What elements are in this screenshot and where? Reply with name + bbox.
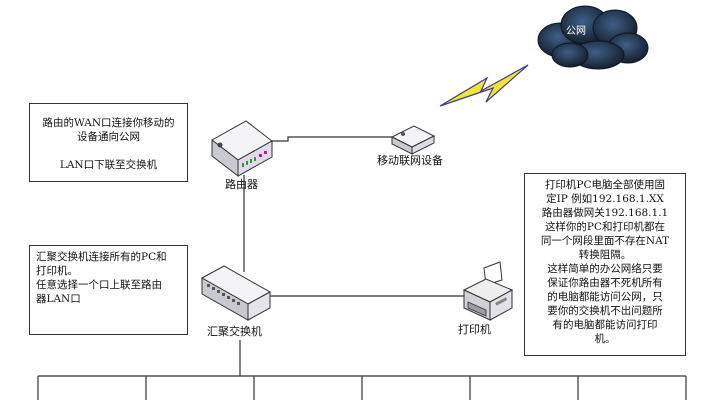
printer-icon (462, 261, 514, 321)
cloud-icon (537, 5, 649, 70)
switch-label: 汇聚交换机 (207, 325, 262, 338)
router-label: 路由器 (225, 178, 258, 191)
connection-lines (37, 136, 687, 400)
mobile-network-device-icon (390, 125, 436, 155)
router-note: 路由的WAN口连接你移动的 设备通向公网 LAN口下联至交换机 (29, 103, 188, 182)
printer-label: 打印机 (458, 323, 491, 336)
lightning-bolt-icon (439, 64, 529, 107)
router-icon (211, 120, 273, 178)
mobile-device-label: 移动联网设备 (377, 154, 443, 167)
switch-icon (200, 265, 272, 321)
switch-note: 汇聚交换机连接所有的PC和 打印机。 任意选择一个口上联至路由 器LAN口 (29, 245, 188, 335)
printer-note: 打印机PC电脑全部使用固 定IP 例如192.168.1.XX 路由器做网关19… (524, 173, 686, 356)
router-to-modem-link (271, 136, 392, 142)
bus-drops (37, 376, 687, 400)
cloud-label: 公网 (566, 26, 586, 37)
